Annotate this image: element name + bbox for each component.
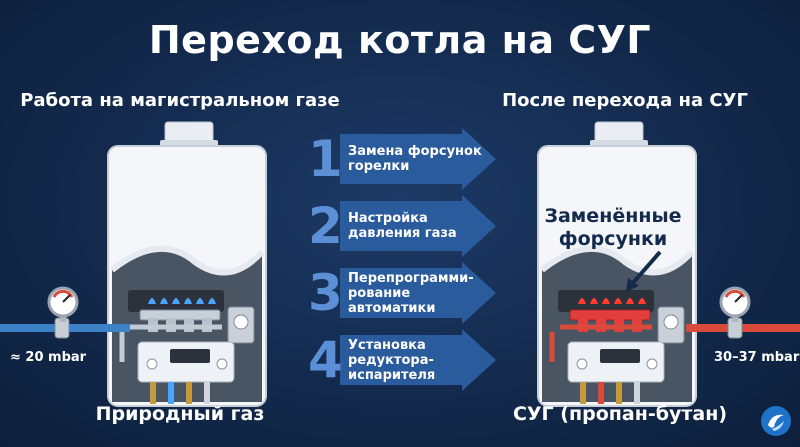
replaced-nozzles-callout: Заменённые форсунки xyxy=(538,205,688,251)
step-text: Настройка давления газа xyxy=(348,211,457,241)
step-text: Замена форсунок горелки xyxy=(348,144,482,174)
step-number: 4 xyxy=(308,331,343,389)
right-heading: После перехода на СУГ xyxy=(502,90,748,111)
step-4: 4 Установка редуктора-испарителя xyxy=(300,329,500,391)
arrow-right-icon xyxy=(340,329,496,391)
arrow-right-icon xyxy=(340,195,496,257)
step-3: 3 Перепрограмми-рование автоматики xyxy=(300,262,500,324)
pressure-gauge-icon xyxy=(719,286,751,322)
boiler-lpg-illustration xyxy=(537,121,800,407)
step-text: Перепрограмми-рование автоматики xyxy=(348,270,474,316)
flame-icon xyxy=(148,298,216,304)
arrow-right-icon xyxy=(340,128,496,190)
step-number: 1 xyxy=(308,130,343,188)
pressure-gauge-icon xyxy=(47,286,79,322)
callout-line-1: Заменённые xyxy=(544,205,682,227)
step-number: 3 xyxy=(308,264,343,322)
natural-gas-pressure: ≈ 20 mbar xyxy=(10,350,87,365)
arrow-right-icon xyxy=(340,262,496,324)
step-number: 2 xyxy=(308,197,343,255)
step-2: 2 Настройка давления газа xyxy=(300,195,500,257)
page-title: Переход котла на СУГ xyxy=(148,18,652,62)
step-1: 1 Замена форсунок горелки xyxy=(300,128,500,190)
lpg-label: СУГ (пропан-бутан) xyxy=(512,403,728,425)
logo-icon xyxy=(761,406,791,436)
callout-line-2: форсунки xyxy=(558,228,668,250)
left-heading: Работа на магистральном газе xyxy=(20,90,340,111)
natural-gas-label: Природный газ xyxy=(95,403,265,425)
callout-arrow-icon xyxy=(626,250,662,292)
step-text: Установка редуктора-испарителя xyxy=(348,337,436,383)
lpg-pressure: 30–37 mbar xyxy=(714,350,800,365)
boiler-natural-gas-illustration xyxy=(0,121,267,407)
flame-icon xyxy=(578,298,646,304)
